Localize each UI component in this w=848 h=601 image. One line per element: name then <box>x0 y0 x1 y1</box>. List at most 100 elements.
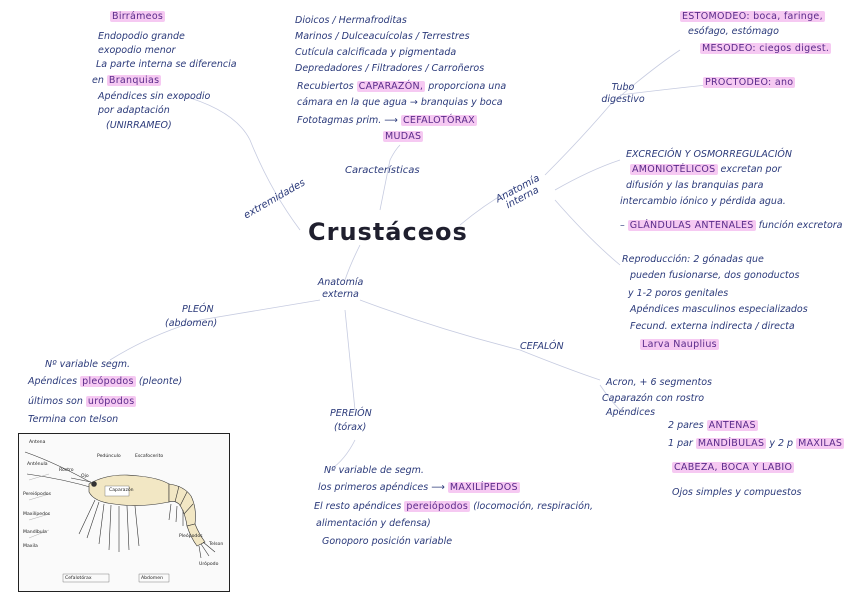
branch-cefalon: CEFALÓN <box>520 341 564 352</box>
page-title: Crustáceos <box>308 218 468 246</box>
branch-pleon-sub: (abdomen) <box>165 318 218 329</box>
branquias-highlight: Branquias <box>106 75 162 86</box>
caract-line: cámara en la que agua → branquias y boca <box>297 97 503 108</box>
maxilas-prefix: y 2 p <box>769 438 794 449</box>
connector-pleon <box>109 299 321 361</box>
branch-anatomia-interna: Anatomía interna <box>494 172 542 212</box>
mudas-highlight: MUDAS <box>383 131 424 142</box>
extremidades-line: en <box>92 75 104 86</box>
figure-label: Cefalotórax <box>65 576 92 581</box>
figure-label: Caparazón <box>109 488 134 493</box>
branch-extremidades: extremidades <box>242 177 308 222</box>
excrecion-heading: EXCRECIÓN Y OSMORREGULACIÓN <box>626 149 792 160</box>
caract-line: Marinos / Dulceacuícolas / Terrestres <box>295 31 470 42</box>
amoniotelicos-highlight: AMONIOTÉLICOS <box>630 164 718 175</box>
figure-label: Abdomen <box>141 576 163 581</box>
estomodeo-text: ESTOMODEO: boca, faringe, <box>680 11 825 22</box>
repro-line: Apéndices masculinos especializados <box>630 304 808 315</box>
connector-cefalon <box>359 299 601 381</box>
extremidades-line: exopodio menor <box>98 45 176 56</box>
repro-line: y 1-2 poros genitales <box>628 288 729 299</box>
pereiopodos-highlight: pereiópodos <box>404 501 471 512</box>
caract-line: Cutícula calcificada y pigmentada <box>295 47 457 58</box>
uropodos-highlight: urópodos <box>85 396 137 407</box>
figure-label: Pereiópodos <box>23 492 51 497</box>
figure-label: Pedúnculo <box>97 454 121 459</box>
excrecion-line: excretan por <box>720 164 782 175</box>
repro-line: Reproducción: 2 gónadas que <box>622 254 764 265</box>
branch-anatomia-externa: Anatomía externa <box>317 277 364 300</box>
shrimp-anatomy-figure: Antena Anténula Pedúnculo Ojo Escafoceri… <box>18 433 230 592</box>
caract-line: Fototagmas prim. ⟶ <box>297 115 398 126</box>
connector-interna-repro <box>554 199 621 266</box>
figure-label: Rostro <box>59 468 74 473</box>
pleon-line: Apéndices <box>28 376 78 387</box>
proctodeo-text: PROCTODEO: ano <box>703 77 796 88</box>
ojos-text: Ojos simples y compuestos <box>672 487 802 498</box>
caract-line: Depredadores / Filtradores / Carroñeros <box>295 63 485 74</box>
cefalon-line: Caparazón con rostro <box>602 393 705 404</box>
caract-line: Recubiertos <box>297 81 354 92</box>
larva-highlight: Larva Nauplius <box>640 339 719 350</box>
extremidades-line: La parte interna se diferencia <box>96 59 237 70</box>
connector-interna-excrecion <box>554 159 621 191</box>
extremidades-heading: Birrámeos <box>110 11 166 22</box>
connector-anat-externa <box>344 244 361 281</box>
shrimp-drawing <box>22 437 226 588</box>
cabeza-highlight: CABEZA, BOCA Y LABIO <box>672 462 795 473</box>
figure-label: Urópodo <box>199 562 219 567</box>
mandibulas-highlight: MANDÍBULAS <box>695 438 767 449</box>
cefalon-line: Apéndices <box>606 407 656 418</box>
repro-line: Fecund. externa indirecta / directa <box>630 321 795 332</box>
pereion-line: alimentación y defensa) <box>316 518 431 529</box>
figure-label: Maxila <box>23 544 38 549</box>
connector-caracteristicas <box>379 144 401 211</box>
branch-caracteristicas: Características <box>345 165 420 176</box>
pereion-line: los primeros apéndices ⟶ <box>318 482 445 493</box>
extremidades-line: Apéndices sin exopodio <box>98 91 211 102</box>
pereion-line: El resto apéndices <box>314 501 402 512</box>
pereion-line: Gonoporo posición variable <box>322 536 453 547</box>
glandulas-rest: función excretora <box>758 220 843 231</box>
maxilipedos-highlight: MAXILÍPEDOS <box>447 482 520 493</box>
pleon-line: (pleonte) <box>138 376 183 387</box>
figure-label: Pleópodos <box>179 534 203 539</box>
branch-pereion: PEREIÓN <box>330 408 372 419</box>
figure-label: Maxilípedos <box>23 512 51 517</box>
pleopodos-highlight: pleópodos <box>80 376 136 387</box>
pereion-line: Nº variable de segm. <box>324 465 424 476</box>
branch-pleon: PLEÓN <box>182 304 214 315</box>
excrecion-line: difusión y las branquias para <box>626 180 764 191</box>
cefalon-line: Acron, + 6 segmentos <box>606 377 712 388</box>
figure-label: Ojo <box>81 474 89 479</box>
figure-label: Telson <box>209 542 224 547</box>
extremidades-line: (UNIRRAMEO) <box>106 120 172 131</box>
glandulas-highlight: GLÁNDULAS ANTENALES <box>627 220 756 231</box>
caract-line: proporciona una <box>428 81 507 92</box>
extremidades-line: por adaptación <box>98 105 170 116</box>
branch-tubo-digestivo: Tubo digestivo <box>601 82 645 105</box>
extremidades-line: Endopodio grande <box>98 31 185 42</box>
connector-extremidades <box>179 94 301 231</box>
pleon-line: últimos son <box>28 396 83 407</box>
figure-label: Anténula <box>27 462 48 467</box>
estomodeo-text-2: esófago, estómago <box>688 26 779 37</box>
cefalotorax-highlight: CEFALOTÓRAX <box>400 115 477 126</box>
mesodeo-text: MESODEO: ciegos digest. <box>700 43 832 54</box>
antenas-highlight: ANTENAS <box>706 420 758 431</box>
pleon-line: Termina con telson <box>28 414 119 425</box>
pereion-line: (locomoción, respiración, <box>473 501 594 512</box>
figure-label: Antena <box>29 440 46 445</box>
caract-line: Dioicos / Hermafroditas <box>295 15 407 26</box>
figure-label: Mandíbula <box>23 530 47 535</box>
connector-pereion <box>344 309 356 411</box>
maxilas-highlight: MAXILAS <box>796 438 845 449</box>
antenas-prefix: 2 pares <box>668 420 704 431</box>
branch-pereion-sub: (tórax) <box>334 422 367 433</box>
caparazon-highlight: CAPARAZÓN, <box>356 81 426 92</box>
repro-line: pueden fusionarse, dos gonoductos <box>630 270 800 281</box>
pleon-line: Nº variable segm. <box>45 359 131 370</box>
mandibulas-prefix: 1 par <box>668 438 693 449</box>
excrecion-line: intercambio iónico y pérdida agua. <box>620 196 786 207</box>
figure-label: Escafocerito <box>135 454 164 459</box>
